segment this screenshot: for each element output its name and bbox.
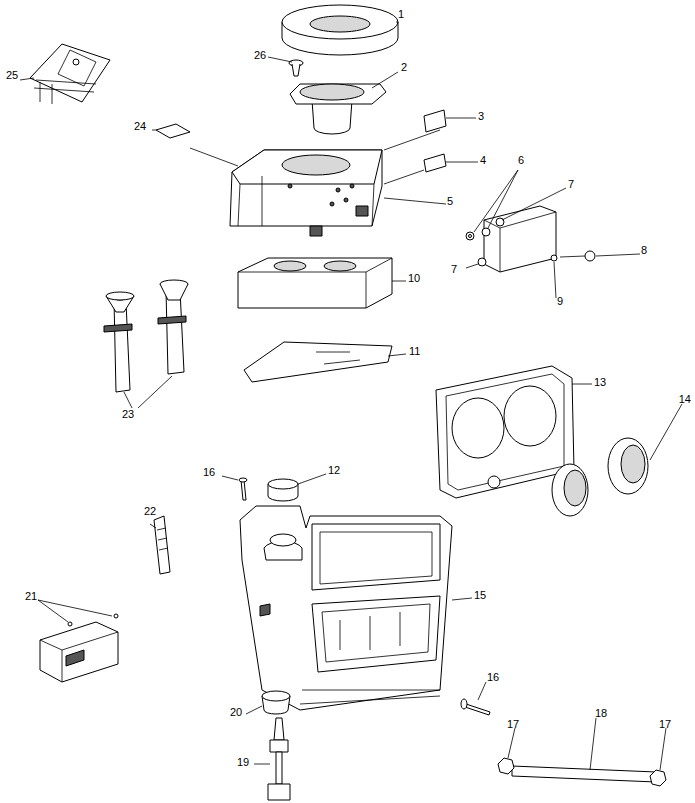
callout-number: 5 (447, 195, 453, 207)
filter-plate (244, 342, 392, 382)
callout-number: 11 (409, 345, 420, 357)
tank-cap (268, 479, 298, 501)
callout-number: 20 (230, 706, 242, 718)
callout-number: 16 (203, 466, 215, 478)
callout-number: 21 (25, 590, 37, 602)
callout-number: 16 (487, 671, 499, 683)
callout-number: 2 (401, 61, 407, 73)
leader-lines (20, 22, 682, 770)
intake-tubes (104, 280, 188, 392)
strap (154, 516, 170, 574)
grommet (262, 691, 290, 714)
callout-number: 8 (641, 244, 647, 256)
decal (424, 154, 446, 172)
callout-number: 6 (518, 154, 524, 166)
callout-number: 23 (122, 408, 134, 420)
callout-number: 13 (594, 376, 606, 388)
callout-number: 17 (507, 718, 519, 730)
callout-number: 15 (474, 589, 486, 601)
bolt (239, 478, 247, 500)
foam-filter (238, 258, 392, 308)
sensor (268, 718, 290, 800)
seal-rings (552, 438, 648, 516)
callout-number: 10 (408, 272, 420, 284)
callout-number: 24 (134, 120, 146, 132)
decal (156, 124, 190, 138)
callout-number: 22 (144, 505, 156, 517)
push-pin (289, 60, 303, 76)
control-module (40, 614, 118, 682)
callout-number: 17 (659, 718, 671, 730)
callout-number: 26 (254, 49, 266, 61)
bracket (30, 44, 110, 104)
callout-number: 25 (6, 69, 18, 81)
callout-number: 1 (398, 8, 404, 20)
foam-ring (282, 5, 398, 55)
flange (290, 84, 386, 134)
callout-number: 19 (237, 756, 249, 768)
callout-number: 9 (557, 295, 563, 307)
airbox-lid (230, 150, 382, 236)
callout-number: 7 (451, 263, 457, 275)
callout-number: 7 (568, 178, 574, 190)
decal (424, 110, 446, 132)
gasket-plate (436, 366, 574, 498)
callout-number: 3 (478, 110, 484, 122)
rod (498, 758, 666, 786)
airbox-base (240, 506, 452, 710)
callout-number: 14 (679, 393, 691, 405)
callout-number: 4 (480, 154, 486, 166)
bolt (461, 699, 490, 715)
callout-number: 18 (595, 707, 607, 719)
callout-number: 12 (328, 464, 340, 476)
